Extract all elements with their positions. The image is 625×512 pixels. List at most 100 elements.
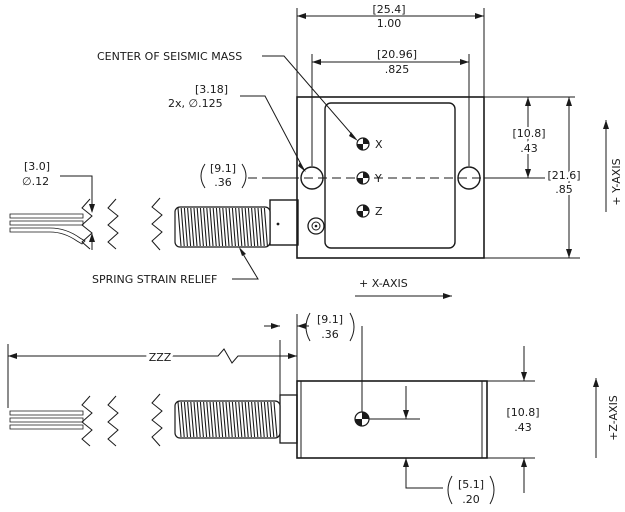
dim-hole-mm: [3.18] <box>195 83 228 96</box>
spring-coil <box>177 401 182 438</box>
top-view-connector <box>269 199 299 246</box>
spring-coil <box>212 207 217 247</box>
spring-coil <box>209 401 214 438</box>
spring-coil <box>260 401 265 438</box>
spring-coil <box>231 207 236 247</box>
spring-coil <box>183 401 188 438</box>
spring-coil <box>187 207 192 247</box>
spring-coil <box>215 401 220 438</box>
dim-width-mm: [25.4] <box>372 3 405 16</box>
label-spring-strain-relief: SPRING STRAIN RELIEF <box>92 273 217 286</box>
dim-mass-offset-mm: [5.1] <box>458 478 484 491</box>
spring-coil <box>180 401 185 438</box>
spring-coil <box>193 207 198 247</box>
dim-cable-inch: ∅.12 <box>22 175 49 188</box>
top-view-cable-break-2 <box>107 198 119 250</box>
side-view: ZZZ [9.1] .36 [10.8] .43 [5.1] .20 +Z-AX… <box>7 312 620 506</box>
dim-width-inch: 1.00 <box>377 17 402 30</box>
spring-coil <box>257 207 262 247</box>
side-view-cable-break <box>81 395 93 447</box>
label-plus-x-axis: + X-AXIS <box>359 277 408 290</box>
spring-coil <box>222 401 227 438</box>
spring-coil <box>199 207 204 247</box>
dim-half-height-mm: [10.8] <box>512 127 545 140</box>
seismic-mass-side-symbol <box>354 411 370 427</box>
spring-coil <box>196 401 201 438</box>
dim-mass-offset-inch: .20 <box>462 493 480 506</box>
spring-coil <box>222 207 227 247</box>
spring-coil <box>228 207 233 247</box>
spring-coil <box>273 401 278 438</box>
connector-ring-inner <box>311 221 321 231</box>
spring-coil <box>247 401 252 438</box>
dim-hole-spacing-inch: .825 <box>385 63 410 76</box>
spring-coil <box>215 207 220 247</box>
dim-thickness-mm: [10.8] <box>506 406 539 419</box>
spring-coil <box>235 207 240 247</box>
spring-coil <box>209 207 214 247</box>
spring-coil <box>206 207 211 247</box>
axis-label-x: X <box>375 138 383 151</box>
spring-coil <box>247 207 252 247</box>
spring-coil <box>244 401 249 438</box>
spring-coil <box>263 207 268 247</box>
seismic-mass-z-symbol <box>356 204 370 218</box>
dim-spring-top-mm: [9.1] <box>210 162 236 175</box>
spring-coil <box>241 207 246 247</box>
seismic-mass-y-symbol <box>356 171 370 185</box>
top-view: X Y Z [25.4] 1.00 [20.96] . <box>9 3 623 299</box>
side-view-spring <box>174 400 281 439</box>
label-plus-z-axis: +Z-AXIS <box>607 395 620 441</box>
spring-coil <box>190 207 195 247</box>
spring-coil <box>206 401 211 438</box>
dim-half-height-inch: .43 <box>520 142 538 155</box>
spring-coil <box>267 401 272 438</box>
spring-coil <box>203 401 208 438</box>
spring-coil <box>199 401 204 438</box>
top-view-cable-break <box>81 198 93 250</box>
spring-coil <box>187 401 192 438</box>
connector-ring-center <box>314 224 318 228</box>
spring-coil <box>251 207 256 247</box>
spring-coil <box>219 207 224 247</box>
side-view-cable-break-2 <box>107 395 119 447</box>
top-view-lid <box>324 102 456 249</box>
label-center-of-seismic-mass: CENTER OF SEISMIC MASS <box>97 50 242 63</box>
spring-coil <box>238 401 243 438</box>
spring-coil <box>225 207 230 247</box>
spring-coil <box>193 401 198 438</box>
spring-coil <box>219 401 224 438</box>
side-view-spring-break <box>151 393 163 447</box>
spring-coil <box>180 207 185 247</box>
dim-cable-mm: [3.0] <box>24 160 50 173</box>
spring-coil <box>225 401 230 438</box>
spring-coil <box>238 207 243 247</box>
seismic-mass-x-symbol <box>356 137 370 151</box>
spring-coil <box>244 207 249 247</box>
dim-spring-side-inch: .36 <box>321 328 339 341</box>
dim-cable-length: ZZZ <box>149 351 172 364</box>
spring-coil <box>251 401 256 438</box>
spring-coil <box>260 207 265 247</box>
connector-ring-outer <box>307 217 325 235</box>
top-view-cable <box>9 213 86 245</box>
spring-coil <box>228 401 233 438</box>
dim-spring-side-mm: [9.1] <box>317 313 343 326</box>
spring-coil <box>231 401 236 438</box>
spring-coil <box>190 401 195 438</box>
spring-coil <box>270 401 275 438</box>
dim-thickness-inch: .43 <box>514 421 532 434</box>
spring-coil <box>254 401 259 438</box>
label-plus-y-axis: + Y-AXIS <box>610 158 623 205</box>
dim-hole-inch: 2x, ∅.125 <box>168 97 223 110</box>
top-view-spring <box>174 206 271 248</box>
spring-coil <box>177 207 182 247</box>
side-view-cable <box>9 410 84 430</box>
dim-hole-spacing-mm: [20.96] <box>377 48 417 61</box>
spring-coil <box>254 207 259 247</box>
spring-coil <box>212 401 217 438</box>
axis-label-y: Y <box>374 172 382 185</box>
spring-coil <box>241 401 246 438</box>
spring-coil <box>263 401 268 438</box>
